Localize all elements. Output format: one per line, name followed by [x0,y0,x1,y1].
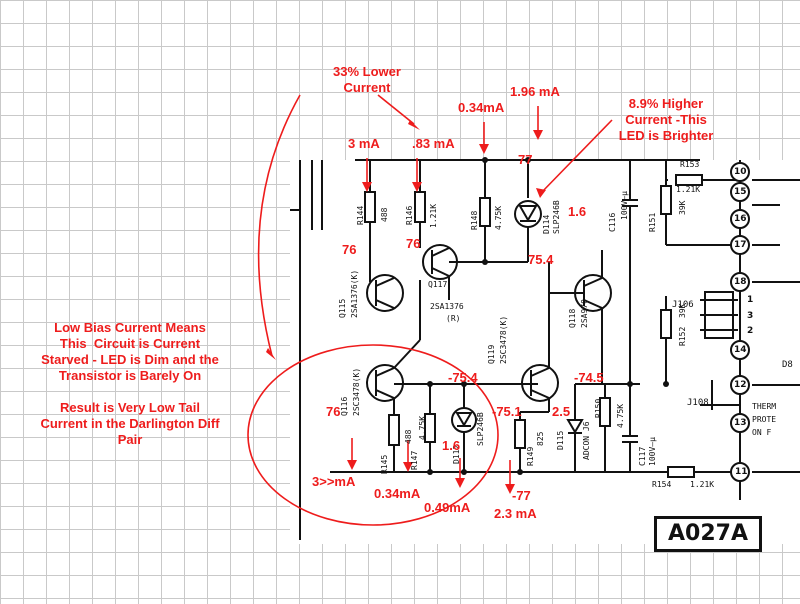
r153-label: R153 [680,160,700,169]
voltage-76-c: 76 [326,404,341,419]
voltage-16-top: 1.6 [568,204,587,219]
low-bias-note: Low Bias Current Means This Circuit is C… [40,320,220,447]
d115-value: ADCON J6 [582,421,591,460]
pin-12: 12 [734,380,747,390]
higher-current-note: 8.9% Higher Current -This LED is Brighte… [618,96,714,143]
r154-value: 1.21K [690,480,715,489]
d115-label: D115 [556,430,565,450]
q117-rank: (R) [446,314,461,323]
r150-label: R150 [594,398,603,418]
r151-value: 39K [678,200,687,215]
r144-value: 488 [380,207,389,222]
q118-value: 2SA970 [580,299,589,328]
current-049ma: 0.49mA [424,500,471,515]
d8-label: D8 [782,360,793,370]
voltage-754-neg: -75.4 [448,370,478,385]
d114-value: SLP246B [552,200,561,234]
current-034ma-bot: 0.34mA [374,486,421,501]
current-3ma: 3 mA [348,136,380,151]
r146-value: 1.21K [429,203,438,228]
q115-label: Q115 [338,298,347,318]
r150-value: 4.75K [616,403,625,428]
current-3ma-bot: 3>>mA [312,474,356,489]
q115-value: 2SA1376(K) [350,269,359,318]
d112-value: SLP246B [476,412,485,446]
pin-18: 18 [734,277,747,287]
c117-label: C117 [638,446,647,466]
pin-14: 14 [734,345,747,355]
r145-value: 488 [404,429,413,444]
r154-label: R154 [652,480,672,489]
therm-label: THERM PROTE ON F [752,402,777,437]
r147-label: R147 [410,450,419,470]
voltage-25: 2.5 [552,404,571,419]
current-034ma-top: 0.34mA [458,100,505,115]
q117-value: 2SA1376 [430,302,464,311]
j108-label: J108 [687,398,709,408]
pin-15: 15 [734,187,747,197]
q117-label: Q117 [428,280,448,289]
c116-label: C116 [608,212,617,232]
pin-13: 13 [734,418,747,428]
d114-label: D114 [542,214,551,234]
pin-17: 17 [734,240,747,250]
q119-value: 2SC3478(K) [499,315,508,364]
current-23ma: 2.3 mA [494,506,537,521]
r147-value: 4.75K [418,415,427,440]
voltage-751: -75.1 [492,404,522,419]
q116-label: Q116 [340,396,349,416]
r152-label: R152 [678,326,687,346]
voltage-77: 77 [518,152,533,167]
r145-label: R145 [380,454,389,474]
board-id-box: A027A [654,516,762,552]
q118-label: Q118 [568,308,577,328]
c117-value: 100V—μ [648,437,657,466]
voltage-754-right: 75.4 [528,252,554,267]
pin-11: 11 [735,467,748,477]
voltage-745: -74.5 [574,370,604,385]
voltage-16-bot: 1.6 [442,438,461,453]
pin-16: 16 [734,214,747,224]
pin-10: 10 [734,167,747,177]
r149-value: 825 [536,431,545,446]
r153-value: 1.21K [676,185,701,194]
q119-label: Q119 [487,344,496,364]
r144-label: R144 [356,205,365,225]
r148-value: 4.75K [494,205,503,230]
voltage-77-neg: -77 [512,488,531,503]
r146-label: R146 [405,205,414,225]
pin-2: 2 [747,326,754,336]
pin-1: 1 [747,295,754,305]
c116-value: 100V—μ [620,191,629,220]
current-196ma: 1.96 mA [510,84,560,99]
lower-current-note: 33% Lower Current [333,64,401,95]
current-083ma: .83 mA [412,136,455,151]
voltage-76-b: 76 [406,236,421,251]
j106-label: J106 [672,300,694,310]
q116-value: 2SC3478(K) [352,367,361,416]
voltage-76-a: 76 [342,242,357,257]
r149-label: R149 [526,446,535,466]
pin-3: 3 [747,311,754,321]
r148-label: R148 [470,210,479,230]
r151-label: R151 [648,212,657,232]
